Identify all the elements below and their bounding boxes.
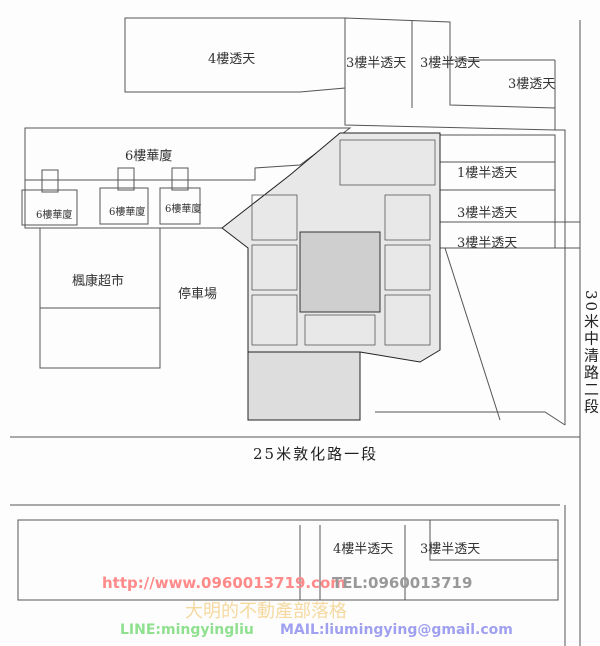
watermark-blog: 大明的不動產部落格 [185,601,347,622]
label-bottom-45f: 4樓半透天 [333,542,394,557]
top-4f-block [124,17,346,93]
label-right-35f-a: 3樓半透天 [457,206,518,221]
road-south: 25米敦化路一段 [253,445,379,463]
watermark-line: LINE:mingyingliu [120,622,254,638]
label-left-6f-b: 6樓華廈 [109,207,146,218]
label-top-35f-b: 3樓半透天 [420,56,481,71]
watermark-tel: TEL:0960013719 [332,574,473,592]
label-top-35f-a: 3樓半透天 [346,56,407,71]
label-left-6f-a: 6樓華廈 [36,210,73,221]
label-right-15f: 1樓半透天 [457,166,518,181]
label-supermarket: 楓康超市 [72,274,125,289]
watermark-url: http://www.0960013719.com [102,574,346,592]
label-left-6f-c: 6樓華廈 [165,204,202,215]
label-parking: 停車場 [178,287,218,302]
label-bottom-35f: 3樓半透天 [420,542,481,557]
watermark-mail: MAIL:liumingying@gmail.com [280,622,513,638]
label-right-35f-b: 3樓半透天 [457,236,518,251]
label-left-6f-main: 6樓華廈 [125,149,173,164]
supermarket-block [39,227,161,369]
label-top-3f: 3樓透天 [508,77,556,92]
label-top-4f: 4樓透天 [208,52,256,67]
road-east: 30米中清路二段 [582,290,600,416]
